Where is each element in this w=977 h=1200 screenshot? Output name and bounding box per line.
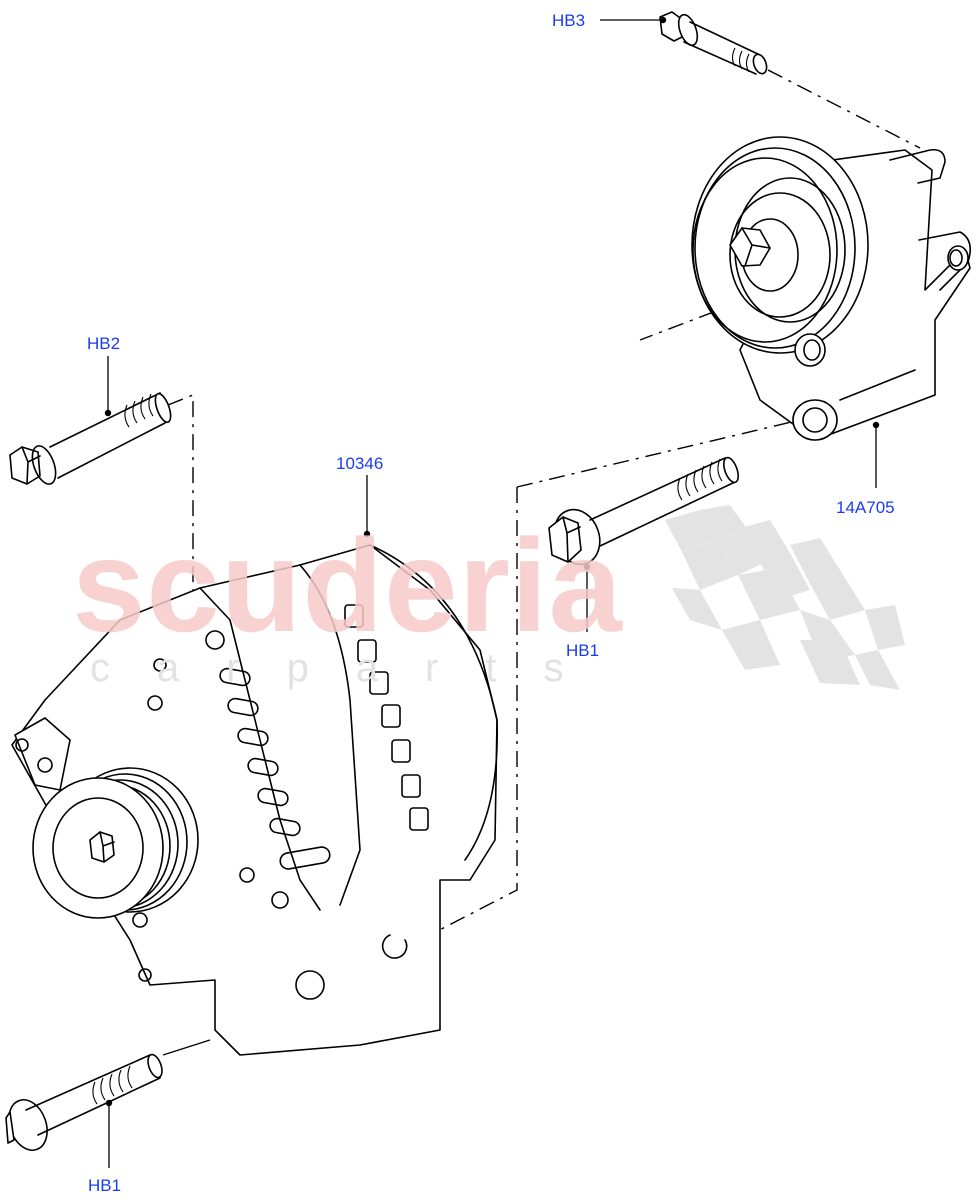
- checkered-flag-watermark: [665, 505, 905, 690]
- watermark-tagline: carparts: [90, 646, 611, 690]
- callout-hb2[interactable]: HB2: [87, 334, 121, 353]
- callout-hb3[interactable]: HB3: [552, 11, 586, 30]
- callout-14a705[interactable]: 14A705: [836, 498, 895, 517]
- bolt-hb1-upper[interactable]: [547, 456, 741, 571]
- callout-hb1-upper[interactable]: HB1: [566, 641, 600, 660]
- callout-10346[interactable]: 10346: [336, 454, 384, 473]
- alternator-slots: [219, 604, 429, 870]
- assembly-lines: [162, 69, 921, 1056]
- watermark-brand: scuderia: [72, 512, 623, 659]
- bolt-hb2[interactable]: [9, 392, 174, 487]
- alternator-pulley: [32, 767, 199, 919]
- bolt-hb1-lower[interactable]: [2, 1053, 165, 1156]
- leader-lines: [104, 16, 880, 1168]
- bolt-hb3[interactable]: [659, 11, 769, 75]
- alternator[interactable]: [11, 544, 499, 1056]
- idler-pulley-bracket[interactable]: [691, 136, 971, 441]
- callout-hb1-lower[interactable]: HB1: [88, 1176, 122, 1195]
